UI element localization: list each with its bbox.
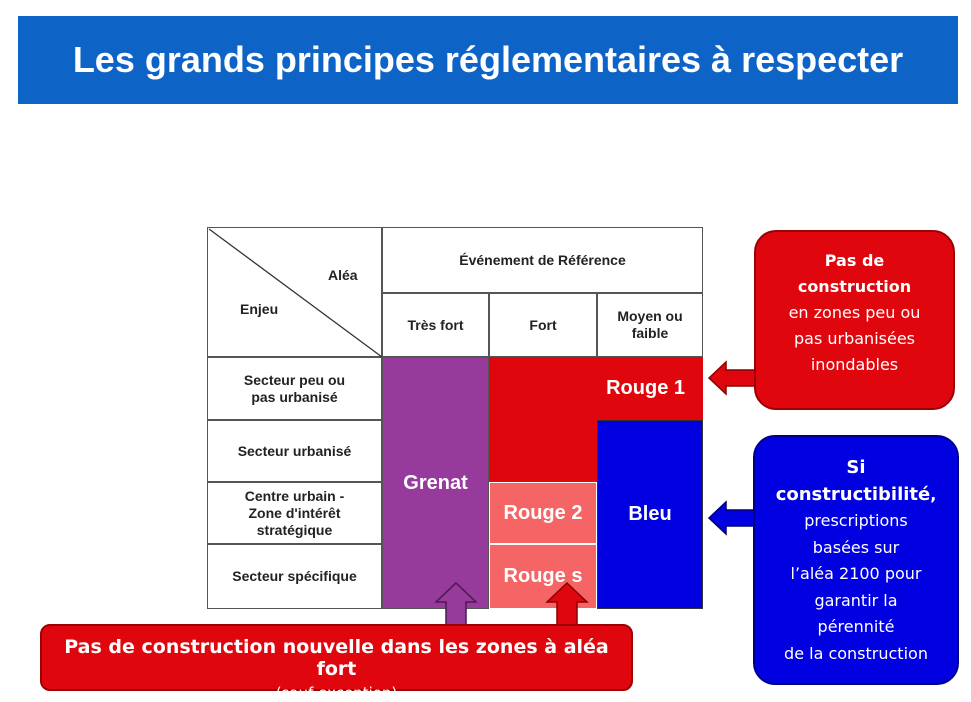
arrow-left-red-icon [708,360,757,396]
column-header-fort: Fort [489,293,597,357]
callout-no-construction-peu-urbanise: Pas de construction en zones peu ou pas … [754,230,955,410]
bottom-box-sub: (sauf exception) [275,684,398,702]
corner-cell [207,227,382,357]
arrow-left-blue-icon [708,500,757,536]
title-banner: Les grands principes réglementaires à re… [18,16,958,104]
row-header-urbanise: Secteur urbanisé [207,420,382,482]
row-header-specifique: Secteur spécifique [207,544,382,609]
callout-red-line-2: construction [797,277,912,296]
column-header-tres-fort: Très fort [382,293,489,357]
callout-blue-line-7: pérennité [817,617,895,636]
callout-red-line-4: pas urbanisées [793,329,915,348]
corner-label-alea: Aléa [328,267,358,283]
zone-rouge2: Rouge 2 [489,482,597,544]
arrow-up-red-icon [545,582,589,626]
callout-red-line-1: Pas de [824,251,885,270]
callout-red-line-3: en zones peu ou [788,303,921,322]
callout-blue-line-4: basées sur [812,537,900,557]
callout-blue-line-6: garantir la [814,590,898,610]
callout-blue-line-5: l’aléa 2100 pour [790,564,922,583]
zone-rouge1-extension [489,420,597,482]
callout-constructibilite: Si constructibilité, prescriptions basée… [753,435,959,685]
callout-red-line-5: inondables [810,355,899,374]
callout-blue-constructibilite: constructibilité [775,483,931,505]
callout-no-new-construction-fort: Pas de construction nouvelle dans les zo… [40,624,633,702]
column-header-moyen-faible: Moyen ou faible [597,293,703,357]
arrow-up-purple-icon [434,582,478,626]
row-header-peu-urbanise: Secteur peu ou pas urbanisé [207,357,382,420]
corner-diagonal [208,228,382,357]
event-header: Événement de Référence [382,227,703,293]
page-title: Les grands principes réglementaires à re… [72,39,904,80]
callout-blue-line-2: constructibilité, [755,482,957,509]
callout-blue-comma: , [930,484,937,504]
callout-blue-line-1: Si [846,457,866,478]
zone-bleu: Bleu [597,420,703,609]
zone-rouge1: Rouge 1 [489,357,703,420]
callout-blue-line-3: prescriptions [804,511,908,530]
row-header-centre-urbain: Centre urbain - Zone d'intérêt stratégiq… [207,482,382,544]
zone-grenat: Grenat [382,357,489,609]
corner-label-enjeu: Enjeu [240,301,279,317]
zoning-matrix: Aléa Enjeu Événement de Référence Très f… [207,227,703,609]
bottom-box-main: Pas de construction nouvelle dans les zo… [64,636,609,680]
callout-blue-line-8: de la construction [784,643,928,663]
